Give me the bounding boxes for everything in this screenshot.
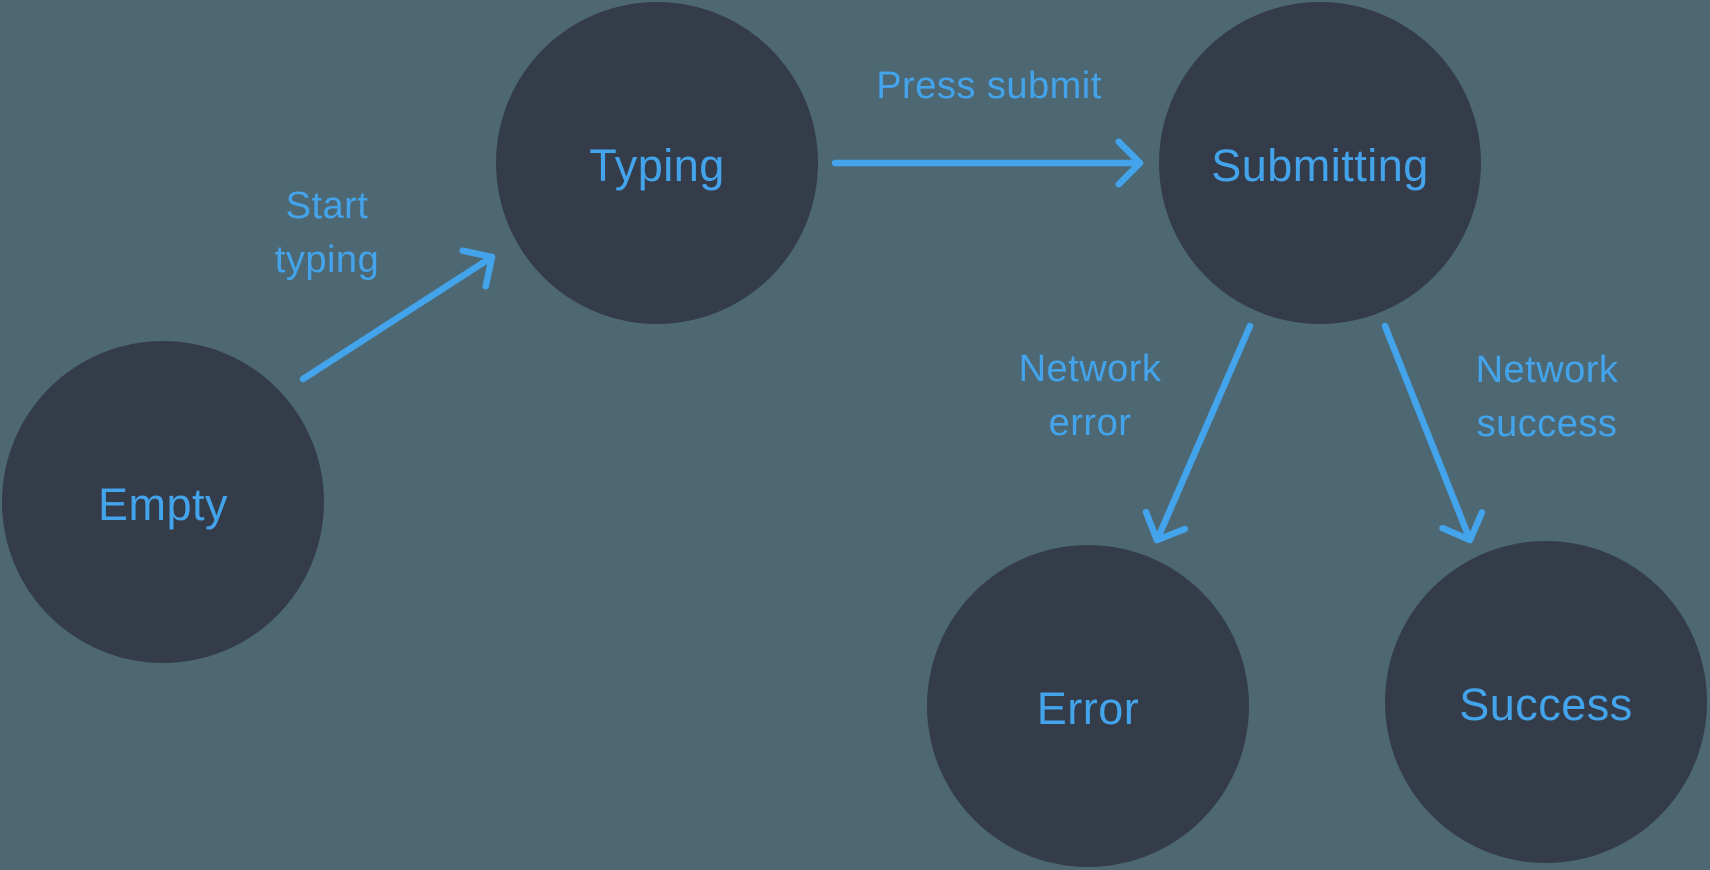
state-node-empty-label: Empty xyxy=(97,479,229,530)
edge-arrow-press-submit xyxy=(831,138,1144,188)
arrowhead-network-success xyxy=(1439,509,1486,544)
arrowhead-start-typing xyxy=(459,247,496,290)
arrowhead-press-submit xyxy=(1115,138,1144,188)
edge-label-start-typing: Start typing xyxy=(274,185,380,281)
state-node-success-label: Success xyxy=(1459,679,1633,730)
edge-label-network-success: Network success xyxy=(1475,349,1619,445)
edge-arrow-network-error xyxy=(1142,322,1254,544)
edge-arrow-network-success xyxy=(1381,322,1486,544)
state-node-error-label: Error xyxy=(1036,683,1140,734)
state-node-error: Error xyxy=(927,545,1249,867)
state-node-success: Success xyxy=(1385,541,1707,863)
edge-arrow-start-typing xyxy=(299,247,496,383)
state-node-typing: Typing xyxy=(496,2,818,324)
state-node-submitting: Submitting xyxy=(1159,2,1481,324)
edge-label-network-error: Network error xyxy=(1018,348,1162,444)
arrowhead-network-error xyxy=(1142,508,1189,544)
state-node-typing-label: Typing xyxy=(589,140,725,191)
state-node-empty: Empty xyxy=(2,341,324,663)
state-node-submitting-label: Submitting xyxy=(1211,140,1429,191)
edge-label-press-submit: Press submit xyxy=(876,65,1102,107)
